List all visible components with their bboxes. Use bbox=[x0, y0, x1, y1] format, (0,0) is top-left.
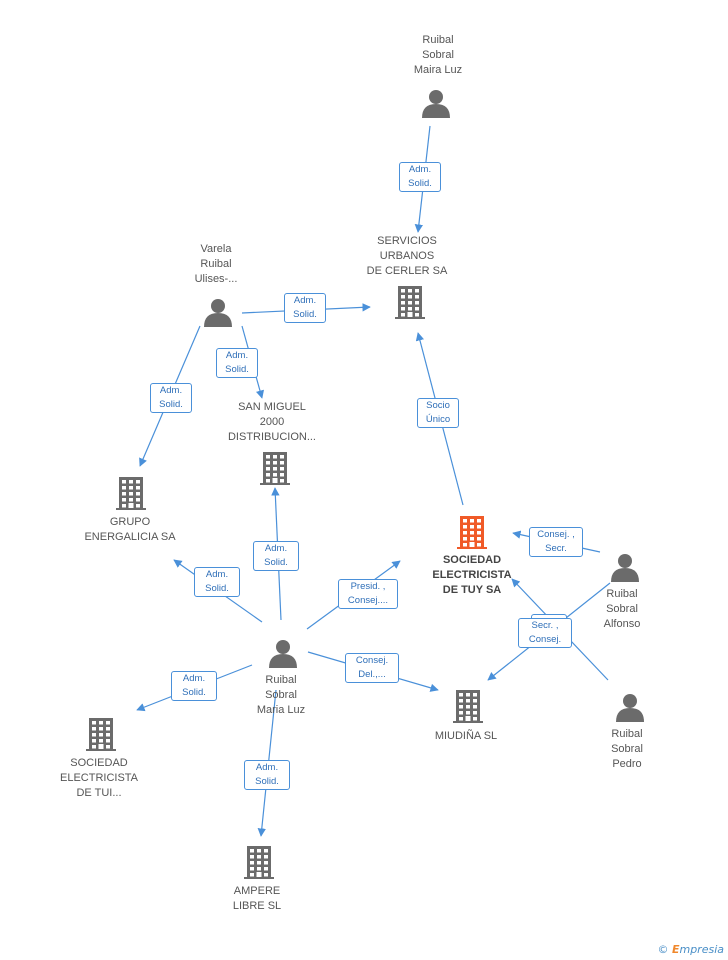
role-label-alfonso-to-tuy[interactable]: Consej. , Secr. bbox=[529, 527, 583, 557]
person-icon-pedro[interactable] bbox=[616, 694, 644, 722]
node-label-sanmiguel[interactable]: SAN MIGUEL 2000 DISTRIBUCION... bbox=[227, 400, 316, 443]
role-label-marialuz-to-tuy[interactable]: Presid. , Consej.... bbox=[338, 579, 398, 609]
company-icon-sanmiguel[interactable] bbox=[260, 452, 290, 485]
person-icon-marialuz[interactable] bbox=[269, 640, 297, 668]
node-label-servicios[interactable]: SERVICIOS URBANOS DE CERLER SA bbox=[366, 234, 448, 277]
role-label-varela-to-grupo[interactable]: Adm. Solid. bbox=[150, 383, 192, 413]
role-label-marialuz-to-sanmiguel[interactable]: Adm. Solid. bbox=[253, 541, 299, 571]
company-icon-servicios[interactable] bbox=[395, 286, 425, 319]
node-label-miudina[interactable]: MIUDIÑA SL bbox=[434, 729, 498, 742]
copyright-icon: © bbox=[657, 943, 669, 956]
node-label-pedro[interactable]: Ruibal Sobral Pedro bbox=[611, 727, 643, 770]
role-label-marialuz-to-ampere[interactable]: Adm. Solid. bbox=[244, 760, 290, 790]
person-icon-maira[interactable] bbox=[422, 90, 450, 118]
role-label-varela-to-sanmiguel[interactable]: Adm. Solid. bbox=[216, 348, 258, 378]
node-label-alfonso[interactable]: Ruibal Sobral Alfonso bbox=[603, 587, 641, 630]
node-label-marialuz[interactable]: Ruibal Sobral Maria Luz bbox=[256, 673, 306, 716]
person-icon-alfonso[interactable] bbox=[611, 554, 639, 582]
node-label-grupo[interactable]: GRUPO ENERGALICIA SA bbox=[84, 516, 176, 543]
brand-footer: © Empresia bbox=[657, 943, 724, 956]
role-label-marialuz-to-grupo[interactable]: Adm. Solid. bbox=[194, 567, 240, 597]
person-icon-varela[interactable] bbox=[204, 299, 232, 327]
role-label-marialuz-to-tui[interactable]: Adm. Solid. bbox=[171, 671, 217, 701]
brand-logo-text: mpresia bbox=[679, 943, 724, 956]
node-label-tui[interactable]: SOCIEDAD ELECTRICISTA DE TUI... bbox=[59, 756, 139, 799]
company-icon-miudina[interactable] bbox=[453, 690, 483, 723]
node-label-ampere[interactable]: AMPERE LIBRE SL bbox=[232, 885, 282, 912]
role-label-varela-to-servicios[interactable]: Adm. Solid. bbox=[284, 293, 326, 323]
brand-logo-initial: E bbox=[671, 943, 680, 956]
node-label-tuy[interactable]: SOCIEDAD ELECTRICISTA DE TUY SA bbox=[432, 553, 512, 596]
role-label-marialuz-to-miudina[interactable]: Consej. Del.,... bbox=[345, 653, 399, 683]
company-icon-tui[interactable] bbox=[86, 718, 116, 751]
role-label-alfonso-to-miudina[interactable]: Secr. , Consej. bbox=[518, 618, 572, 648]
company-icon-grupo[interactable] bbox=[116, 477, 146, 510]
company-icon-ampere[interactable] bbox=[244, 846, 274, 879]
company-icon-tuy[interactable] bbox=[457, 516, 487, 549]
node-label-varela[interactable]: Varela Ruibal Ulises-... bbox=[194, 242, 238, 285]
role-label-tuy-to-servicios[interactable]: Socio Único bbox=[417, 398, 459, 428]
node-label-maira[interactable]: Ruibal Sobral Maira Luz bbox=[413, 33, 463, 76]
role-label-maira-to-servicios[interactable]: Adm. Solid. bbox=[399, 162, 441, 192]
